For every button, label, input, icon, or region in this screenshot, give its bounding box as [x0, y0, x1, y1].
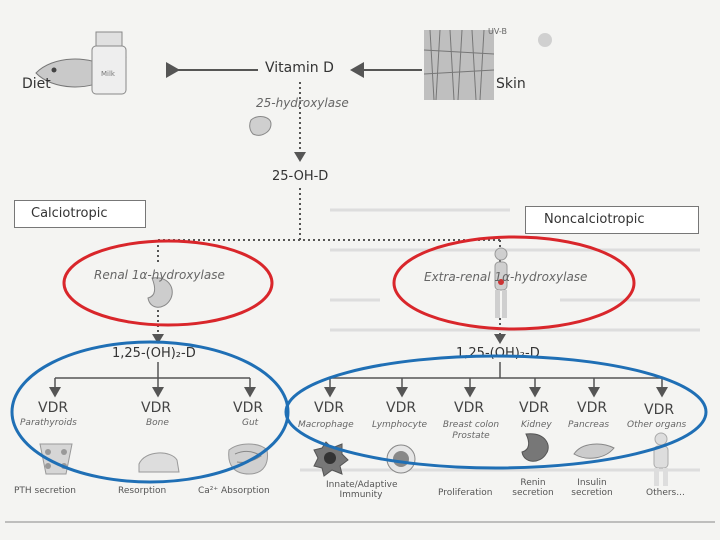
effect-proliferation: Proliferation	[438, 488, 493, 498]
arrowhead-25ohd	[294, 152, 306, 162]
vdr-macrophage: VDR	[314, 400, 345, 416]
organ-bone: Bone	[146, 418, 169, 428]
uvb-label: UV-B	[488, 27, 507, 36]
extrarenal-hydroxylase-label: Extra-renal 1α-hydroxylase	[424, 270, 588, 284]
effect-renin-line1: Renin	[520, 478, 546, 488]
25-oh-d-label: 25-OH-D	[272, 169, 329, 184]
effect-others: Others...	[646, 488, 685, 498]
organ-pancreas: Pancreas	[568, 420, 610, 430]
arrowhead-extrarenal-product	[494, 334, 506, 344]
organ-lymphocyte: Lymphocyte	[372, 420, 428, 430]
hydroxylase-25-label: 25-hydroxylase	[256, 96, 349, 110]
effect-immunity-line2: Immunity	[339, 490, 383, 500]
effect-insulin: Insulin secretion	[566, 478, 618, 498]
blue-ellipse-noncalciotropic	[284, 354, 708, 470]
kidney-small-icon	[521, 433, 549, 462]
scan-noise	[300, 208, 700, 472]
vdr-pancreas: VDR	[577, 400, 608, 416]
vdr-bone: VDR	[141, 400, 172, 416]
effect-ca-absorption: Ca²⁺ Absorption	[198, 486, 270, 496]
vitamin-d-label: Vitamin D	[265, 60, 334, 76]
organ-other-organs: Other organs	[627, 420, 687, 430]
blue-ellipse-calciotropic	[10, 340, 290, 484]
skin-layers-icon	[424, 30, 494, 100]
vdr-other-organs: VDR	[644, 402, 675, 418]
bone-icon	[138, 452, 180, 473]
effect-immunity: Innate/Adaptive Immunity	[326, 480, 398, 500]
red-ellipse-extrarenal	[392, 235, 636, 331]
organ-breast-colon-prostate: Breast colon Prostate	[442, 420, 500, 441]
liver-icon	[249, 116, 272, 136]
body-outline-icon	[653, 432, 669, 486]
arrowhead-renal-product	[152, 334, 164, 344]
effect-pth-secretion: PTH secretion	[14, 486, 77, 496]
vdr-parathyroids: VDR	[38, 400, 69, 416]
effect-resorption: Resorption	[118, 486, 167, 496]
noncalciotropic-header: Noncalciotropic	[544, 212, 645, 227]
organ-parathyroids: Parathyroids	[20, 418, 77, 428]
vdr-lymphocyte: VDR	[386, 400, 417, 416]
skin-label: Skin	[496, 76, 526, 92]
calciotropic-box: Calciotropic	[14, 200, 146, 228]
effect-renin-line2: secretion	[512, 488, 554, 498]
effect-immunity-line1: Innate/Adaptive	[326, 480, 398, 490]
organ-kidney: Kidney	[521, 420, 552, 430]
diet-label: Diet	[22, 76, 51, 92]
organ-gut: Gut	[242, 418, 259, 428]
effect-renin: Renin secretion	[508, 478, 558, 498]
vdr-breast-colon-prostate: VDR	[454, 400, 485, 416]
milk-bottle-icon	[91, 31, 127, 95]
kidney-icon	[147, 277, 173, 308]
pancreas-icon	[573, 443, 615, 459]
effect-insulin-line1: Insulin	[577, 478, 607, 488]
organ-macrophage: Macrophage	[298, 420, 354, 430]
red-ellipse-renal	[62, 239, 274, 327]
renal-hydroxylase-label: Renal 1α-hydroxylase	[94, 268, 225, 282]
milk-label: Milk	[101, 70, 115, 78]
parathyroid-gland-icon	[39, 443, 73, 475]
human-figure-icon	[494, 247, 508, 318]
sun-icon	[538, 33, 552, 47]
vdr-gut: VDR	[233, 400, 264, 416]
calcitriol-left-label: 1,25-(OH)₂-D	[112, 346, 196, 361]
noncalciotropic-box: Noncalciotropic	[525, 206, 699, 234]
effect-insulin-line2: secretion	[571, 488, 613, 498]
calciotropic-header: Calciotropic	[31, 206, 108, 221]
vdr-kidney: VDR	[519, 400, 550, 416]
